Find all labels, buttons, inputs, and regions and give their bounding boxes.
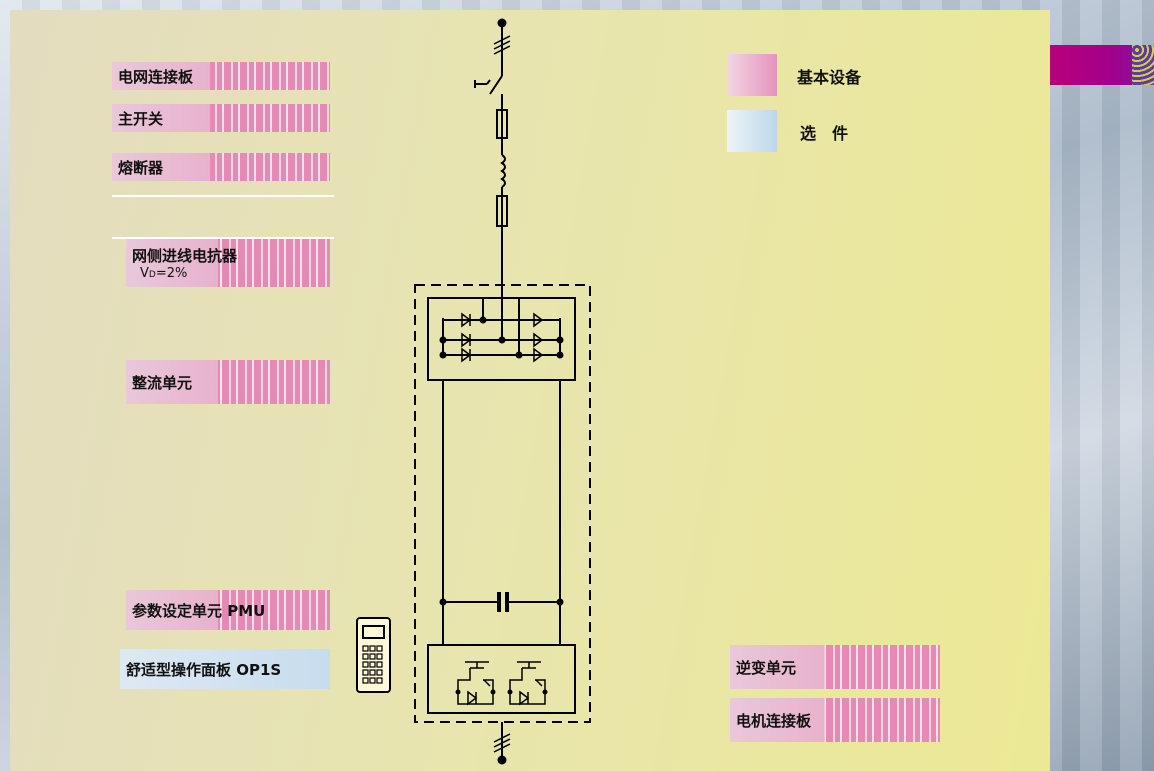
reactor-coil — [500, 154, 506, 188]
igbt-symbols — [457, 661, 546, 706]
legend-label-option: 选 件 — [800, 124, 849, 143]
op1s-panel-icon — [356, 617, 391, 693]
label-grid-terminal: 电网连接板 — [112, 62, 330, 90]
three-phase-mark-top — [493, 35, 511, 55]
three-phase-mark-bottom — [493, 733, 511, 753]
junction-dot — [439, 598, 447, 606]
separator-line — [112, 195, 334, 197]
dot-pattern — [1132, 45, 1154, 85]
label-main-switch: 主开关 — [112, 104, 330, 132]
junction-dots — [439, 316, 564, 359]
reactor-value: VD=2% — [140, 266, 188, 281]
inverter-box — [427, 644, 576, 714]
main-switch-symbol — [474, 70, 503, 110]
output-terminal-dot — [497, 755, 507, 765]
converter-enclosure — [414, 284, 591, 723]
junction-dot — [556, 598, 564, 606]
label-pmu: 参数设定单元 PMU — [126, 590, 330, 630]
capacitor-symbol — [497, 592, 509, 612]
label-motor-terminal: 电机连接板 — [730, 698, 940, 742]
legend-swatch-option — [727, 110, 777, 152]
label-fuse: 熔断器 — [112, 153, 330, 181]
legend-label-basic: 基本设备 — [797, 68, 862, 87]
label-op1s: 舒适型操作面板 OP1S — [120, 649, 330, 689]
label-line-reactor: 网侧进线电抗器 VD=2% — [126, 239, 330, 287]
separator-line — [112, 237, 334, 239]
label-rectifier: 整流单元 — [126, 360, 330, 404]
diode-symbols — [461, 312, 544, 363]
legend-swatch-basic — [727, 54, 777, 96]
label-inverter: 逆变单元 — [730, 645, 940, 689]
magenta-strip — [1050, 45, 1154, 85]
